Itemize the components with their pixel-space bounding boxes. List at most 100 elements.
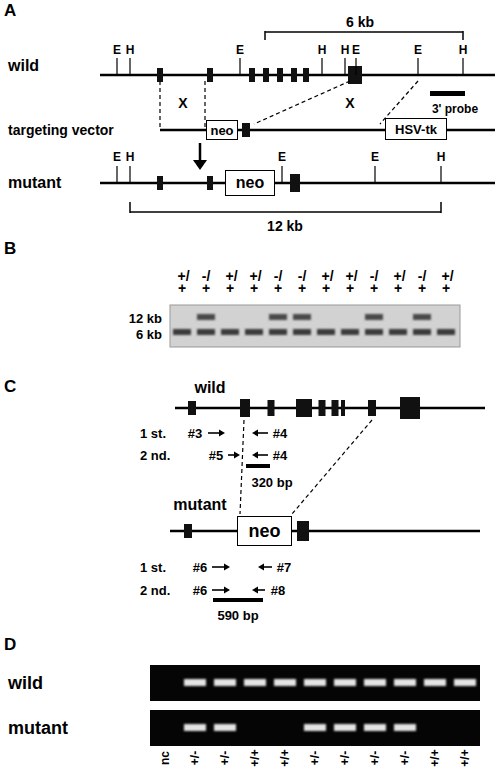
primer-arrow <box>257 589 265 591</box>
exon <box>263 68 269 82</box>
gel-band <box>424 679 446 686</box>
genomic-line <box>170 530 480 533</box>
site-label: H <box>459 44 468 56</box>
site-label: E <box>113 151 121 163</box>
gel-band <box>214 724 236 731</box>
site-label: E <box>236 44 244 56</box>
genotype-label: +/+ <box>177 271 186 295</box>
product-size: 590 bp <box>217 609 258 622</box>
genomic-line <box>175 407 485 410</box>
lane-label: +/+ <box>279 749 291 766</box>
size-bracket <box>130 211 441 213</box>
blot-band <box>413 329 431 335</box>
gel-band <box>394 679 416 686</box>
primer-label: #6 <box>193 561 207 574</box>
exon <box>303 68 309 82</box>
pcr-gel <box>150 665 480 701</box>
primer-arrow <box>257 454 268 456</box>
gel-band <box>394 724 416 731</box>
primer-arrowhead <box>252 452 258 459</box>
blot-band <box>173 329 191 335</box>
primer-arrow <box>263 566 272 568</box>
lane-label: +/- <box>189 751 201 765</box>
step-arrowhead <box>193 160 207 170</box>
primer-round: 1 st. <box>140 561 166 574</box>
lane-label: nc <box>159 751 171 765</box>
blot-band <box>317 329 335 335</box>
genotype-label: +/+ <box>225 271 234 295</box>
homology-line <box>204 81 205 127</box>
size-bracket <box>264 31 266 40</box>
site-tick <box>239 58 240 75</box>
site-label: H <box>437 151 446 163</box>
primer-arrowhead <box>252 430 258 437</box>
exon <box>188 401 196 415</box>
cassette-box: neo <box>237 516 292 546</box>
site-tick <box>462 58 463 75</box>
primer-arrowhead <box>224 564 230 571</box>
cassette-box: neo <box>206 120 237 140</box>
primer-arrowhead <box>258 564 264 571</box>
product-size: 320 bp <box>251 476 292 489</box>
panel-letter: C <box>4 378 16 395</box>
genotype-label: +/+ <box>441 271 450 295</box>
site-label: H <box>126 44 135 56</box>
blot-band <box>365 329 383 335</box>
exon <box>341 400 345 416</box>
primer-label: #6 <box>193 584 207 597</box>
site-tick <box>129 58 130 75</box>
blot-band <box>413 314 431 320</box>
exon <box>207 68 213 82</box>
exon <box>249 68 255 82</box>
lane-label: +/- <box>369 751 381 765</box>
gel-band <box>334 679 356 686</box>
primer-arrowhead <box>234 452 240 459</box>
primer-arrowhead <box>224 587 230 594</box>
site-tick <box>116 58 117 75</box>
blot-band <box>389 329 407 335</box>
primer-arrow <box>228 454 235 456</box>
box-label: HSV-tk <box>395 123 437 136</box>
blot-band <box>341 329 359 335</box>
exon <box>291 68 297 82</box>
gel-band <box>244 679 266 686</box>
site-tick <box>440 166 441 183</box>
primer-label: #4 <box>273 427 287 440</box>
gel-band <box>274 679 296 686</box>
genotype-label: +/+ <box>393 271 402 295</box>
genotype-label: -/+ <box>201 271 210 295</box>
row-label: wild <box>8 58 39 74</box>
blot-band <box>269 314 287 320</box>
site-label: E <box>371 151 379 163</box>
primer-label: #7 <box>277 561 291 574</box>
blot-band <box>197 314 215 320</box>
primer-label: #5 <box>209 449 223 462</box>
primer-arrowhead <box>252 587 258 594</box>
primer-arrowhead <box>219 430 225 437</box>
blot-band <box>245 329 263 335</box>
site-tick <box>344 58 345 75</box>
primer-label: #4 <box>273 449 287 462</box>
gel-band <box>214 679 236 686</box>
exon <box>296 399 312 417</box>
size-label: 6 kb <box>346 15 374 29</box>
primer-label: #3 <box>188 427 202 440</box>
row-label: mutant <box>8 175 61 191</box>
primer-arrow <box>212 566 225 568</box>
primer-label: #8 <box>271 584 285 597</box>
row-label: mutant <box>8 719 68 737</box>
homology-line <box>240 420 244 514</box>
genotype-label: +/+ <box>345 271 354 295</box>
crossover-mark: X <box>345 96 354 110</box>
site-label: H <box>341 44 350 56</box>
lane-label: +/- <box>309 751 321 765</box>
genotype-label: -/+ <box>273 271 282 295</box>
gel-band <box>304 724 326 731</box>
genotype-label: +/+ <box>321 271 330 295</box>
row-label: wild <box>194 380 225 396</box>
site-tick <box>374 166 375 183</box>
box-label: neo <box>210 124 233 137</box>
step-arrow <box>199 143 202 161</box>
gel-band <box>364 724 386 731</box>
